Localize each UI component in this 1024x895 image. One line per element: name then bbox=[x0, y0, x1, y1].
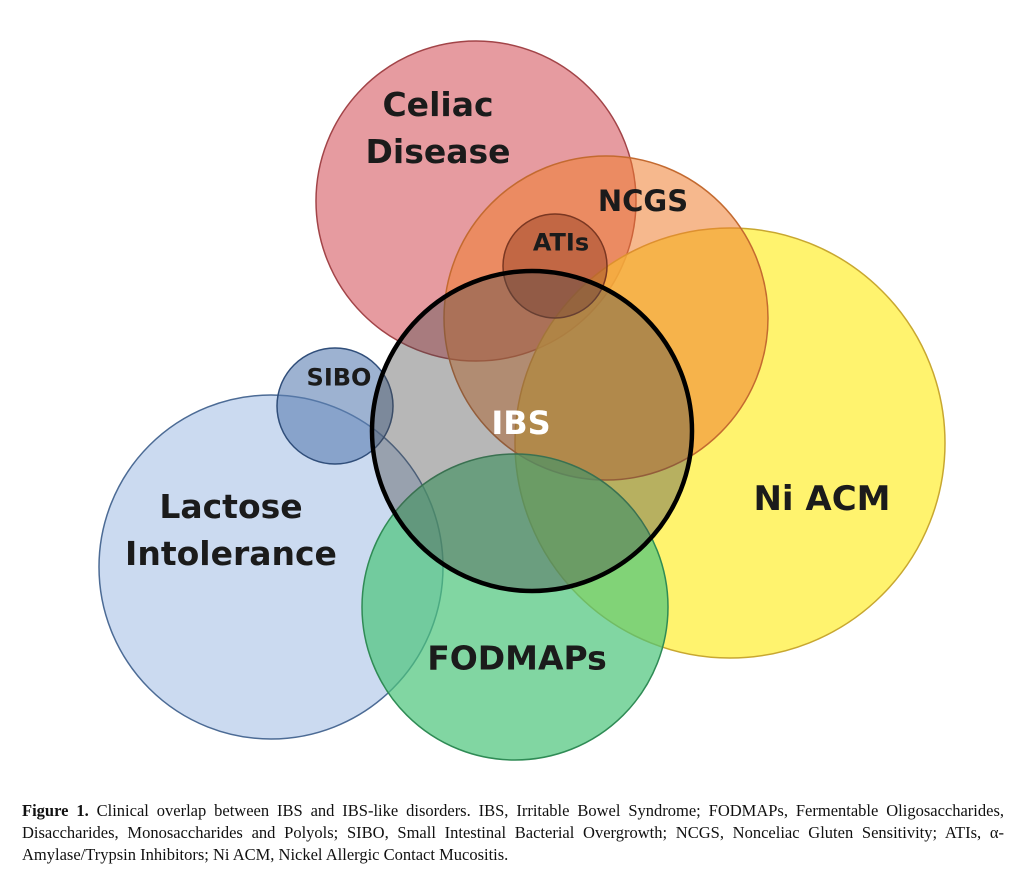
ni-acm-label-line: Ni ACM bbox=[753, 479, 890, 519]
atis-label: ATIs bbox=[533, 228, 589, 256]
fodmaps-circle bbox=[361, 453, 669, 761]
sibo-circle bbox=[276, 347, 394, 465]
caption-text: Clinical overlap between IBS and IBS-lik… bbox=[22, 801, 1004, 864]
ncgs-label-line: NCGS bbox=[598, 184, 688, 218]
lactose-label-line: Intolerance bbox=[125, 534, 337, 573]
ibs-label: IBS bbox=[491, 404, 550, 442]
celiac-label-line: Disease bbox=[365, 132, 510, 171]
lactose-label-line: Lactose bbox=[159, 487, 302, 526]
fodmaps-label: FODMAPs bbox=[427, 639, 607, 678]
atis-label-line: ATIs bbox=[533, 228, 589, 256]
fodmaps-label-line: FODMAPs bbox=[427, 639, 607, 678]
atis-circle bbox=[502, 213, 608, 319]
ibs-circle bbox=[369, 268, 695, 594]
ni-acm-label: Ni ACM bbox=[753, 479, 890, 519]
ibs-label-line: IBS bbox=[491, 404, 550, 442]
sibo-label-line: SIBO bbox=[307, 363, 372, 391]
celiac-label-line: Celiac bbox=[382, 85, 493, 124]
figure-label: Figure 1. bbox=[22, 801, 89, 820]
ncgs-label: NCGS bbox=[598, 184, 688, 218]
sibo-label: SIBO bbox=[307, 363, 372, 391]
figure-caption: Figure 1. Clinical overlap between IBS a… bbox=[22, 800, 1004, 866]
